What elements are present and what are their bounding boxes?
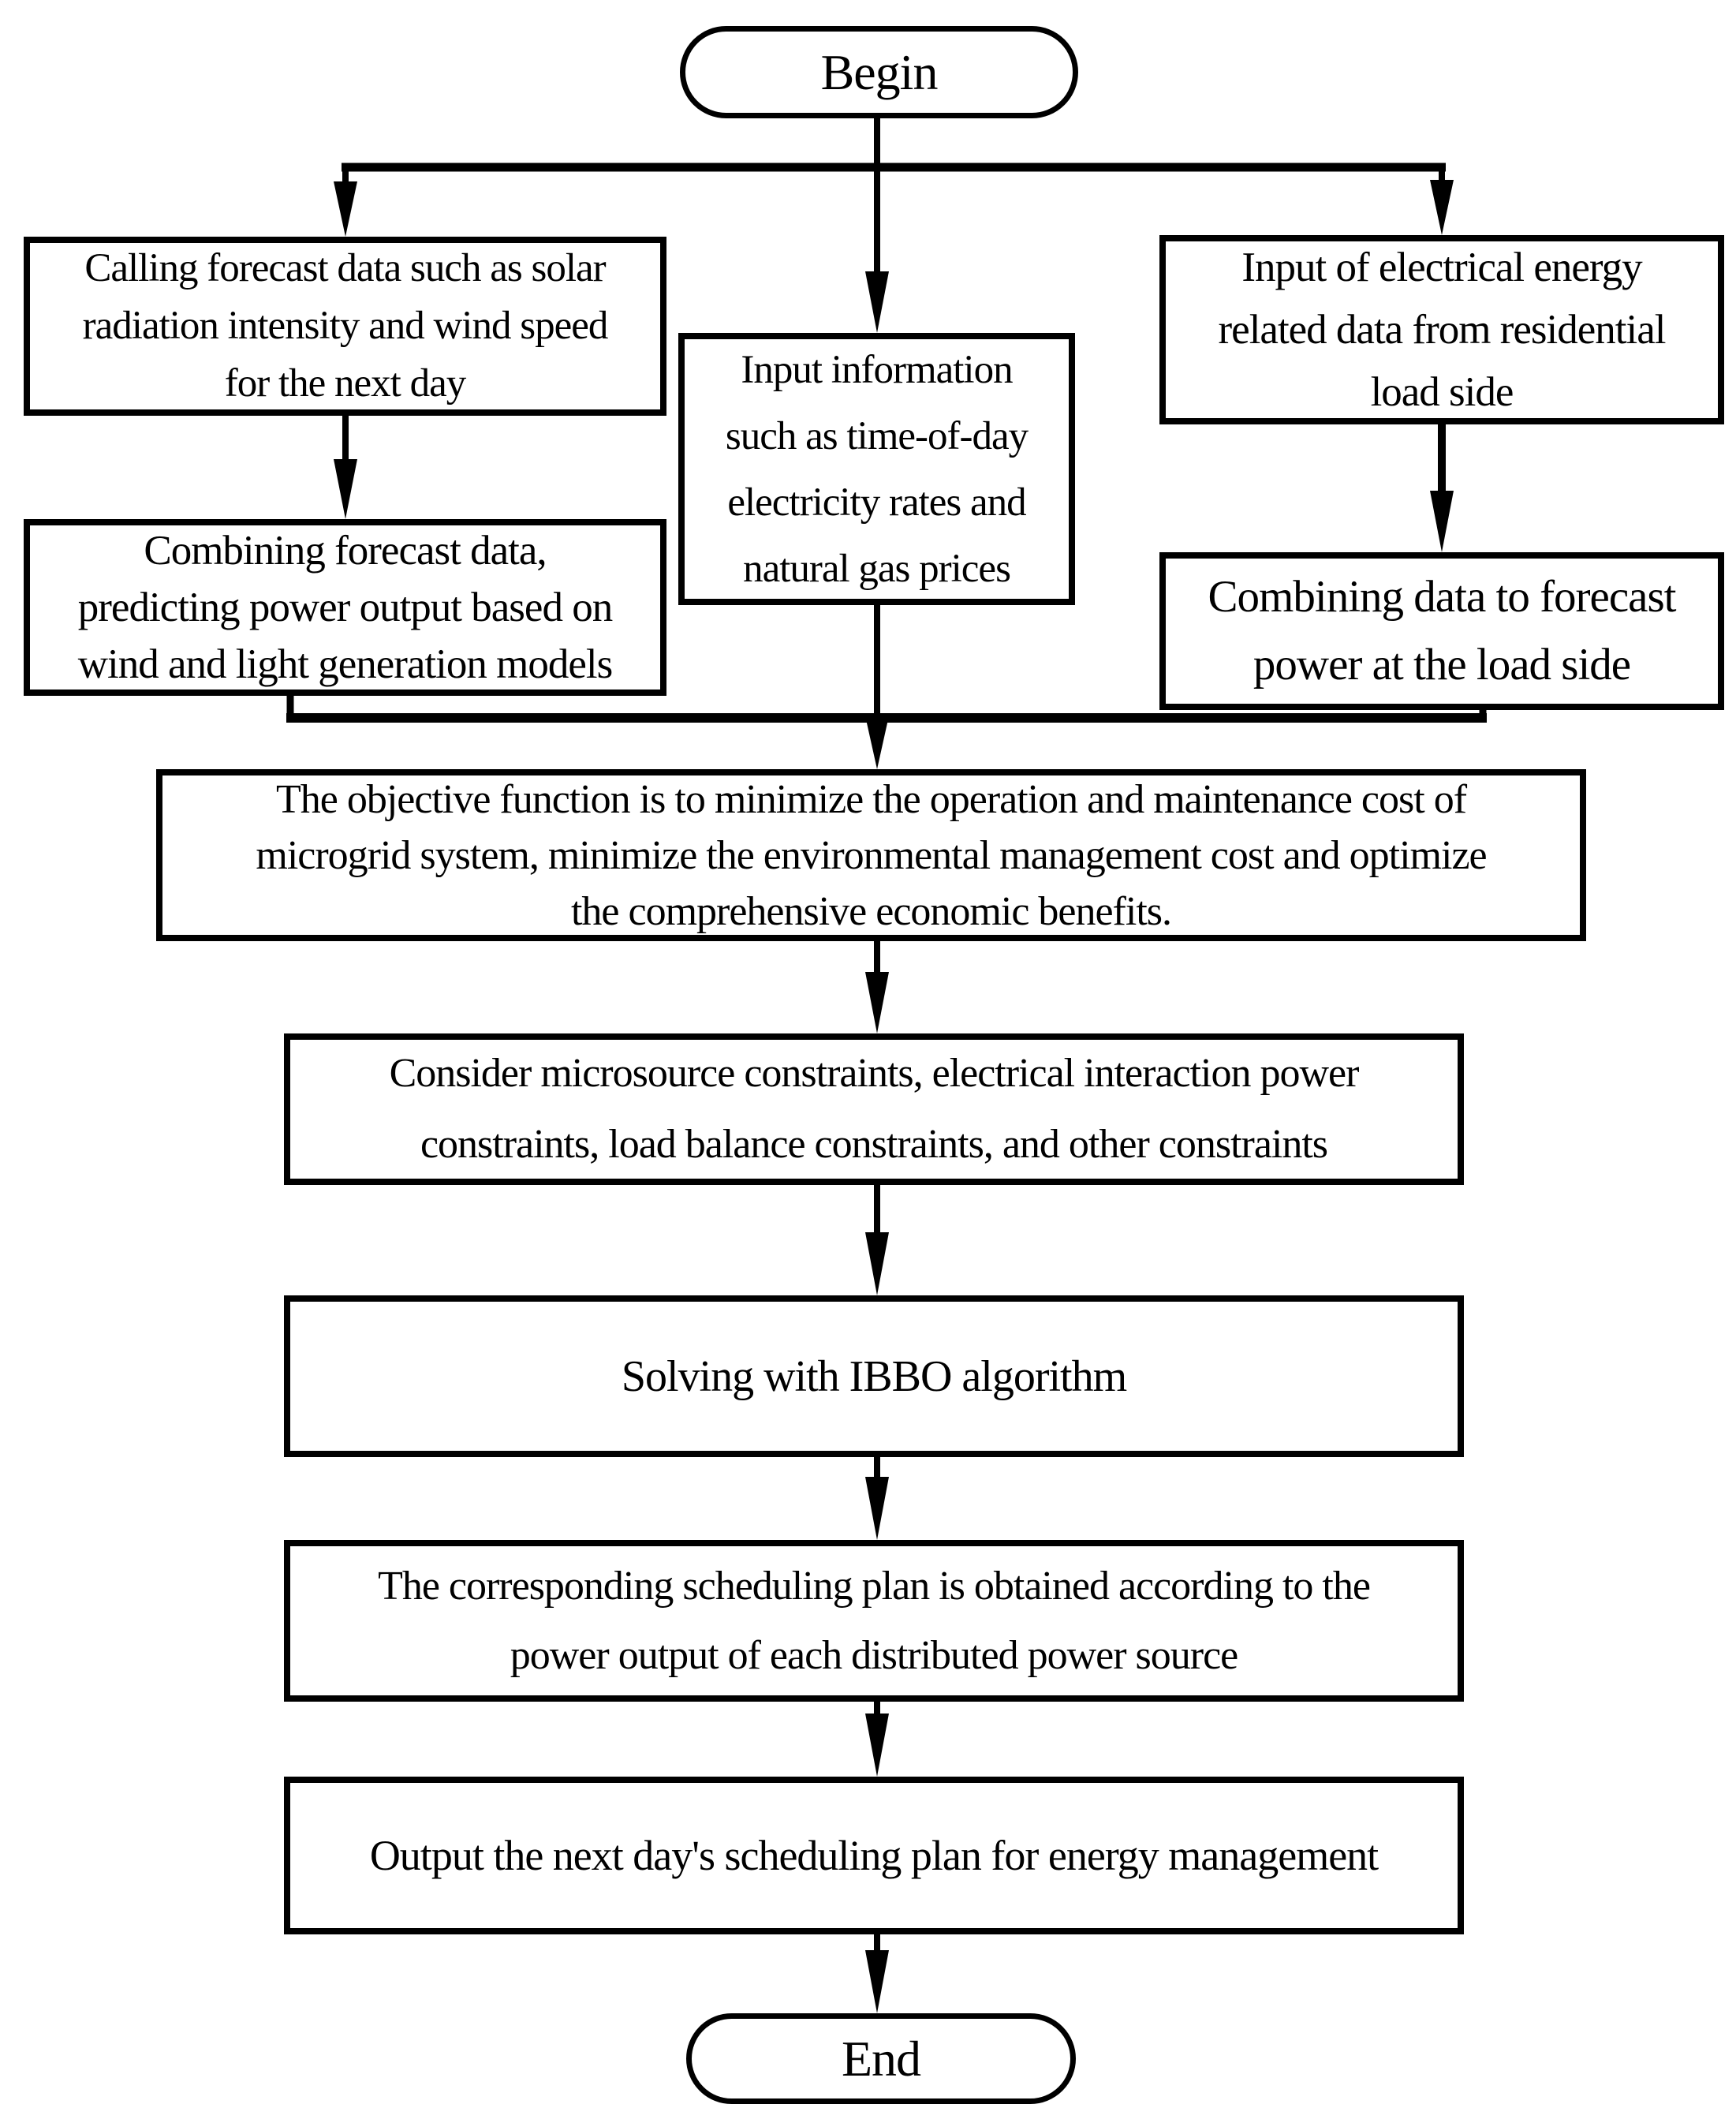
arrowhead-end — [865, 1950, 889, 2013]
node-text-line: Combining data to forecast — [1208, 572, 1677, 622]
flow-node-objective: The objective function is to minimize th… — [156, 769, 1586, 941]
flow-node-input-info: Input information such as time-of-day el… — [678, 333, 1075, 605]
node-text-line: microgrid system, minimize the environme… — [256, 832, 1487, 878]
node-text-line: power at the load side — [1253, 640, 1631, 690]
node-text-line: Output the next day's scheduling plan fo… — [369, 1832, 1379, 1879]
node-text-line: The corresponding scheduling plan is obt… — [378, 1563, 1371, 1609]
node-text-line: for the next day — [224, 361, 466, 405]
node-text-line: predicting power output based on — [77, 585, 613, 630]
node-text-line: natural gas prices — [743, 546, 1011, 591]
node-text-line: Combining forecast data, — [144, 528, 547, 574]
node-text-line: electricity rates and — [727, 480, 1026, 525]
node-text-line: power output of each distributed power s… — [510, 1632, 1238, 1678]
node-text-line: End — [841, 2030, 921, 2087]
node-text-line: load side — [1370, 368, 1514, 415]
node-text-line: such as time-of-day — [725, 413, 1029, 458]
flow-node-output: Output the next day's scheduling plan fo… — [284, 1777, 1464, 1934]
arrowhead-solving — [865, 1232, 889, 1295]
node-text-line: radiation intensity and wind speed — [82, 304, 609, 348]
flow-node-constraints: Consider microsource constraints, electr… — [284, 1033, 1464, 1185]
flow-node-input-electrical: Input of electrical energy related data … — [1159, 235, 1724, 424]
flow-node-combine-data: Combining data to forecast power at the … — [1159, 552, 1724, 710]
node-text-line: Input information — [741, 347, 1013, 392]
arrowhead-scheduling — [865, 1477, 889, 1540]
node-text-line: The objective function is to minimize th… — [275, 776, 1467, 822]
arrowhead-constraints — [865, 972, 889, 1033]
node-text-line: related data from residential — [1218, 306, 1667, 353]
flow-node-combine-forecast: Combining forecast data, predicting powe… — [24, 519, 666, 696]
flow-node-call-forecast: Calling forecast data such as solar radi… — [24, 237, 666, 416]
arrowhead-combine-forecast — [334, 459, 357, 519]
flow-node-solving: Solving with IBBO algorithm — [284, 1295, 1464, 1457]
node-text-line: Consider microsource constraints, electr… — [389, 1051, 1360, 1096]
arrowhead-call-forecast — [334, 181, 357, 237]
node-text-line: wind and light generation models — [77, 641, 613, 687]
flow-node-begin: Begin — [680, 26, 1078, 118]
arrowhead-input-info — [865, 271, 889, 333]
node-text-line: Calling forecast data such as solar — [84, 246, 606, 290]
flow-node-scheduling: The corresponding scheduling plan is obt… — [284, 1540, 1464, 1702]
arrowhead-objective — [866, 719, 888, 769]
flow-node-end: End — [686, 2013, 1076, 2104]
node-text-line: Input of electrical energy — [1241, 244, 1642, 290]
arrowhead-output — [865, 1714, 889, 1777]
node-text-line: Solving with IBBO algorithm — [621, 1351, 1127, 1401]
arrowhead-combine-data — [1430, 491, 1454, 552]
node-text-line: the comprehensive economic benefits. — [570, 888, 1172, 934]
node-text-line: constraints, load balance constraints, a… — [420, 1122, 1328, 1167]
node-text-line: Begin — [820, 43, 939, 100]
arrowhead-input-electrical — [1430, 180, 1454, 235]
